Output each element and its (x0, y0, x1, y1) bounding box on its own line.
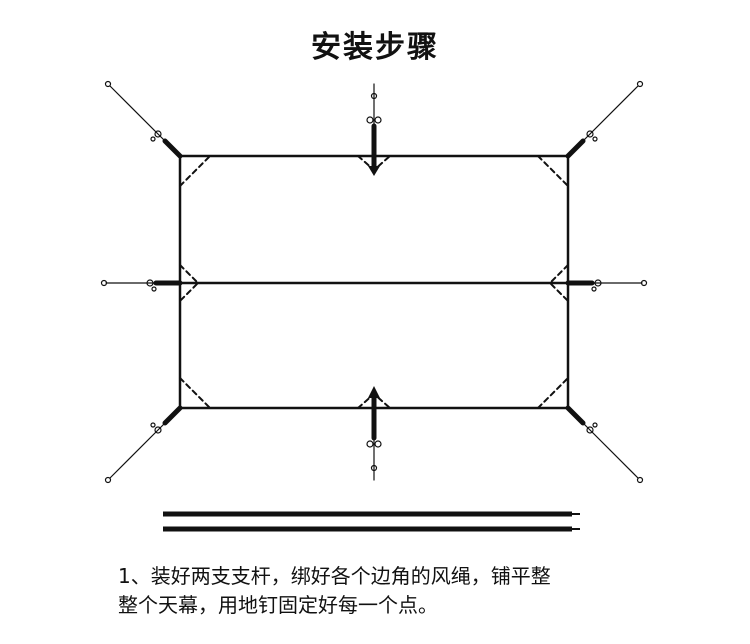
guy-line-knots (146, 116, 602, 448)
instruction-line-1: 1、装好两支支杆，绑好各个边角的风绳，铺平整 (118, 564, 551, 588)
stake-points (100, 80, 648, 484)
poles-pair (163, 511, 580, 532)
page-title: 安装步骤 (311, 30, 439, 65)
corner-straps (153, 138, 595, 426)
top-pole-tip (368, 166, 380, 176)
instruction-line-2: 整个天幕，用地钉固定好每一个点。 (118, 593, 438, 617)
bottom-pole-tip (368, 386, 380, 398)
instruction-text: 1、装好两支支杆，绑好各个边角的风绳，铺平整 整个天幕，用地钉固定好每一个点。 (118, 562, 678, 620)
